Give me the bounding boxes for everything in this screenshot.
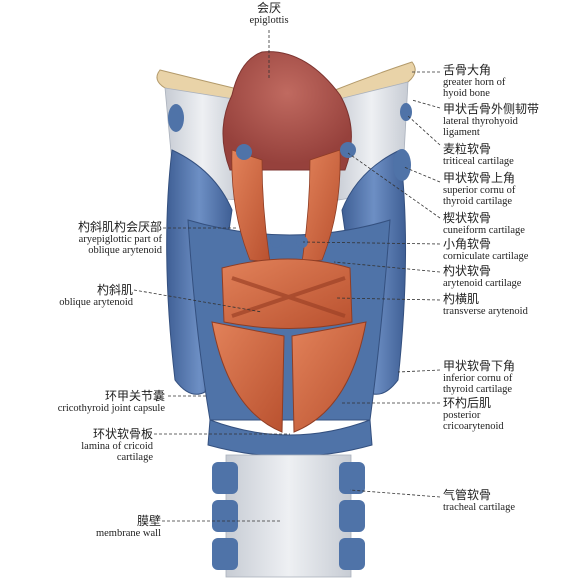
label-cricothyroid-capsule: 环甲关节囊 cricothyroid joint capsule xyxy=(2,390,165,414)
label-posterior-cricoarytenoid-en: posterior xyxy=(443,409,481,421)
label-triticeal-en: triticeal cartilage xyxy=(443,155,514,167)
label-tracheal-zh: 气管软骨 xyxy=(443,488,492,502)
label-membrane-wall-zh: 膜壁 xyxy=(136,514,161,528)
label-inferior-cornu-en: inferior cornu of xyxy=(443,372,513,384)
label-greater-horn-zh: 舌骨大角 xyxy=(443,63,492,77)
transverse-arytenoid-muscle xyxy=(221,258,353,329)
label-cricothyroid-capsule-zh: 环甲关节囊 xyxy=(104,389,165,403)
label-greater-horn-en: greater horn of xyxy=(443,76,506,88)
corniculate-cartilage-left xyxy=(270,236,282,248)
label-corniculate-zh: 小角软骨 xyxy=(443,237,492,251)
label-lamina-cricoid-en2: cartilage xyxy=(116,452,153,464)
label-tracheal: 气管软骨 tracheal cartilage xyxy=(443,489,515,513)
leader-lines xyxy=(133,30,441,522)
label-arytenoid-en: arytenoid cartilage xyxy=(443,277,522,289)
posterior-cricoarytenoid-left xyxy=(211,321,285,433)
label-superior-cornu-en: superior cornu of xyxy=(443,184,516,196)
label-cuneiform: 楔状软骨 cuneiform cartilage xyxy=(443,212,525,236)
label-tracheal-en: tracheal cartilage xyxy=(443,501,515,513)
corniculate-cartilage-right xyxy=(296,236,308,248)
label-membrane-wall: 膜壁 membrane wall xyxy=(2,515,161,539)
label-inferior-cornu-zh: 甲状软骨下角 xyxy=(443,359,516,373)
label-superior-cornu-zh: 甲状软骨上角 xyxy=(443,171,516,185)
label-oblique-arytenoid-zh: 杓斜肌 xyxy=(96,283,133,297)
label-greater-horn-en2: hyoid bone xyxy=(443,88,490,100)
tracheal-cartilage-rings xyxy=(212,462,365,570)
label-oblique-arytenoid: 杓斜肌 oblique arytenoid xyxy=(2,284,133,308)
label-lateral-thyrohyoid-en: lateral thyrohyoid xyxy=(443,115,518,127)
label-transverse-arytenoid-zh: 杓横肌 xyxy=(443,292,480,306)
label-cuneiform-en: cuneiform cartilage xyxy=(443,224,525,236)
label-posterior-cricoarytenoid-zh: 环杓后肌 xyxy=(443,396,492,410)
trachea-membrane xyxy=(225,454,352,578)
label-lamina-cricoid-en: lamina of cricoid xyxy=(81,440,153,452)
label-aryepiglottic-zh: 杓斜肌杓会厌部 xyxy=(77,220,162,234)
cuneiform-cartilage-left xyxy=(236,144,252,160)
label-epiglottis-zh: 会厌 xyxy=(256,1,281,15)
label-transverse-arytenoid-en: transverse arytenoid xyxy=(443,305,528,317)
cricoid-lamina xyxy=(207,419,373,457)
label-aryepiglottic-en2: oblique arytenoid xyxy=(88,245,162,257)
oblique-arytenoid-muscle xyxy=(231,276,346,318)
label-posterior-cricoarytenoid: 环杓后肌 posterior cricoarytenoid xyxy=(443,397,504,433)
label-cuneiform-zh: 楔状软骨 xyxy=(443,211,492,225)
label-corniculate: 小角软骨 corniculate cartilage xyxy=(443,238,528,262)
label-triticeal: 麦粒软骨 triticeal cartilage xyxy=(443,143,514,167)
label-epiglottis-en: epiglottis xyxy=(249,14,289,26)
label-epiglottis: 会厌 epiglottis xyxy=(232,2,306,26)
label-arytenoid-zh: 杓状软骨 xyxy=(443,264,492,278)
label-membrane-wall-en: membrane wall xyxy=(95,527,161,539)
thyroid-superior-cornu-right xyxy=(393,149,411,181)
label-aryepiglottic: 杓斜肌杓会厌部 aryepiglottic part of oblique ar… xyxy=(2,221,162,257)
label-corniculate-en: corniculate cartilage xyxy=(443,250,529,262)
thyroid-superior-cornu-left xyxy=(168,104,184,132)
label-inferior-cornu: 甲状软骨下角 inferior cornu of thyroid cartila… xyxy=(443,360,515,396)
label-superior-cornu-en2: thyroid cartilage xyxy=(443,196,513,208)
label-lamina-cricoid-zh: 环状软骨板 xyxy=(92,427,153,441)
label-lamina-cricoid: 环状软骨板 lamina of cricoid cartilage xyxy=(2,428,153,464)
label-oblique-arytenoid-en: oblique arytenoid xyxy=(59,296,133,308)
posterior-cricoarytenoid-right xyxy=(291,321,367,433)
cuneiform-cartilage-right xyxy=(340,142,356,158)
label-posterior-cricoarytenoid-en2: cricoarytenoid xyxy=(443,421,504,433)
label-lateral-thyrohyoid: 甲状舌骨外侧韧带 lateral thyrohyoid ligament xyxy=(443,103,539,139)
label-superior-cornu: 甲状软骨上角 superior cornu of thyroid cartila… xyxy=(443,172,515,208)
label-lateral-thyrohyoid-en2: ligament xyxy=(443,127,480,139)
label-transverse-arytenoid: 杓横肌 transverse arytenoid xyxy=(443,293,528,317)
epiglottis xyxy=(222,51,352,171)
label-cricothyroid-capsule-en: cricothyroid joint capsule xyxy=(57,402,165,414)
label-triticeal-zh: 麦粒软骨 xyxy=(443,142,492,156)
label-greater-horn: 舌骨大角 greater horn of hyoid bone xyxy=(443,64,505,100)
label-inferior-cornu-en2: thyroid cartilage xyxy=(443,384,513,396)
label-aryepiglottic-en: aryepiglottic part of xyxy=(78,233,162,245)
label-lateral-thyrohyoid-zh: 甲状舌骨外侧韧带 xyxy=(443,102,540,116)
label-arytenoid: 杓状软骨 arytenoid cartilage xyxy=(443,265,521,289)
